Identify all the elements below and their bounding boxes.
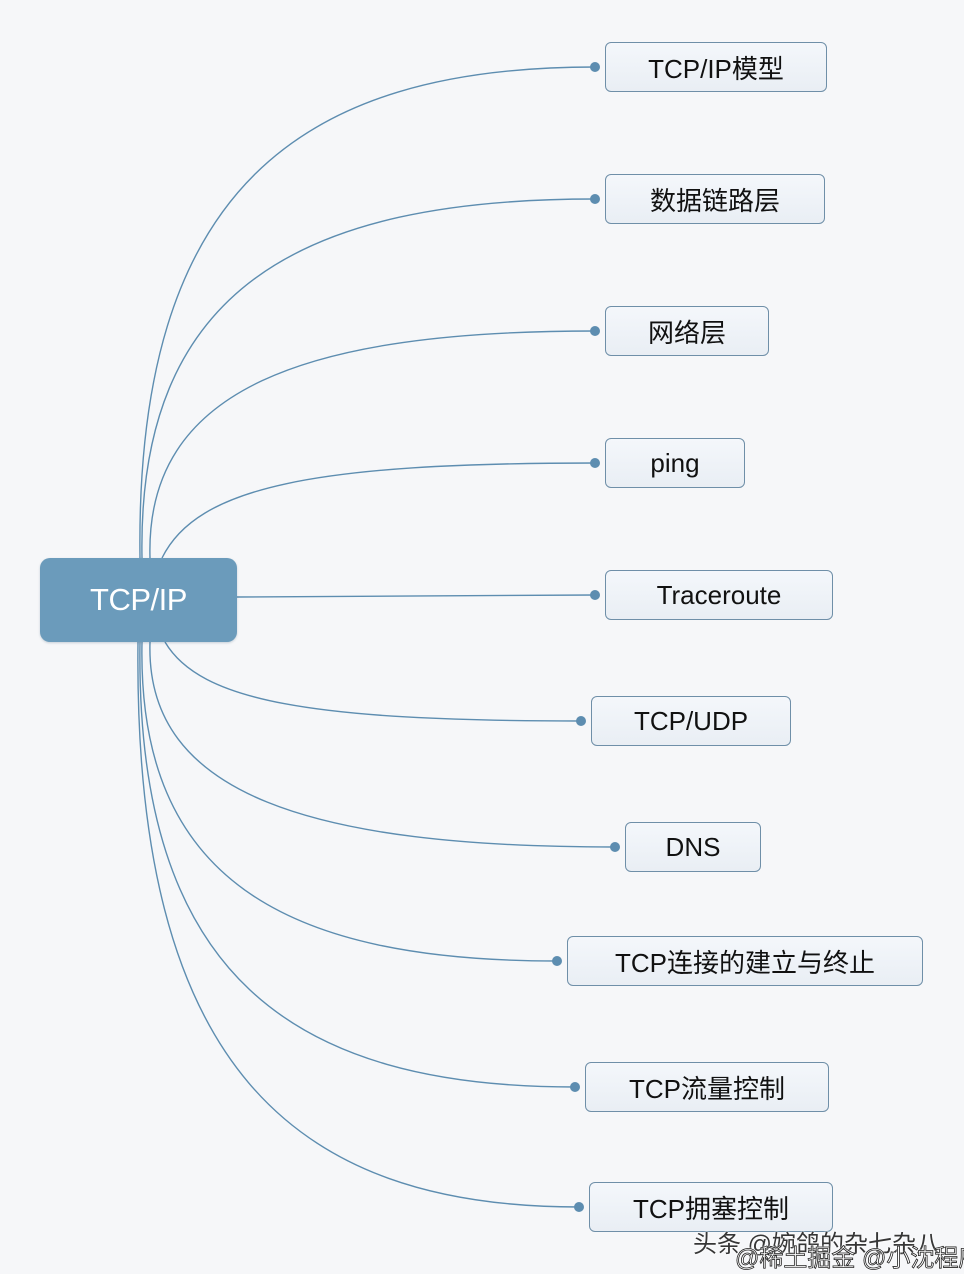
edge-4 [161, 462, 596, 559]
edge-8 [141, 641, 558, 962]
watermark-1: 头条 @婉鸽的杂七杂八 [693, 1231, 941, 1258]
branch-node-7[interactable]: DNS [625, 822, 761, 872]
branch-node-1[interactable]: TCP/IP模型 [605, 42, 827, 92]
edge-10 [137, 641, 580, 1208]
branch-node-5[interactable]: Traceroute [605, 570, 833, 620]
branch-node-9[interactable]: TCP流量控制 [585, 1062, 829, 1112]
branch-node-6[interactable]: TCP/UDP [591, 696, 791, 746]
edge-2 [141, 198, 596, 559]
branch-label: TCP流量控制 [628, 1073, 785, 1104]
edge-6 [164, 641, 582, 722]
connector-dot [574, 1202, 584, 1212]
edge-1 [139, 66, 596, 559]
connector-dot [590, 326, 600, 336]
edge-7 [149, 641, 616, 848]
branch-label: TCP/UDP [633, 705, 749, 736]
branch-label: 数据链路层 [649, 185, 780, 216]
root-label: TCP/IP [90, 582, 187, 617]
connector-dot [590, 62, 600, 72]
edge-3 [149, 330, 596, 559]
branch-label: DNS [665, 831, 721, 862]
branch-label: TCP拥塞控制 [632, 1193, 789, 1224]
branch-node-8[interactable]: TCP连接的建立与终止 [567, 936, 923, 986]
root-node[interactable]: TCP/IP [40, 558, 237, 642]
edge-5 [236, 594, 596, 598]
branch-node-10[interactable]: TCP拥塞控制 [589, 1182, 833, 1232]
branch-label: ping [650, 447, 700, 478]
connector-dot [610, 842, 620, 852]
connector-dot [590, 458, 600, 468]
branch-node-4[interactable]: ping [605, 438, 745, 488]
connector-dot [590, 590, 600, 600]
connector-dot [570, 1082, 580, 1092]
branch-label: 网络层 [647, 317, 726, 348]
branch-node-2[interactable]: 数据链路层 [605, 174, 825, 224]
branch-label: TCP/IP模型 [648, 53, 784, 84]
edge-9 [139, 641, 576, 1088]
connector-dot [590, 194, 600, 204]
connector-dot [576, 716, 586, 726]
branch-node-3[interactable]: 网络层 [605, 306, 769, 356]
branch-label: Traceroute [656, 579, 782, 610]
connector-dot [552, 956, 562, 966]
branch-label: TCP连接的建立与终止 [614, 947, 875, 978]
watermark-2: @稀土掘金 @小沈程序猿 [735, 1245, 964, 1273]
